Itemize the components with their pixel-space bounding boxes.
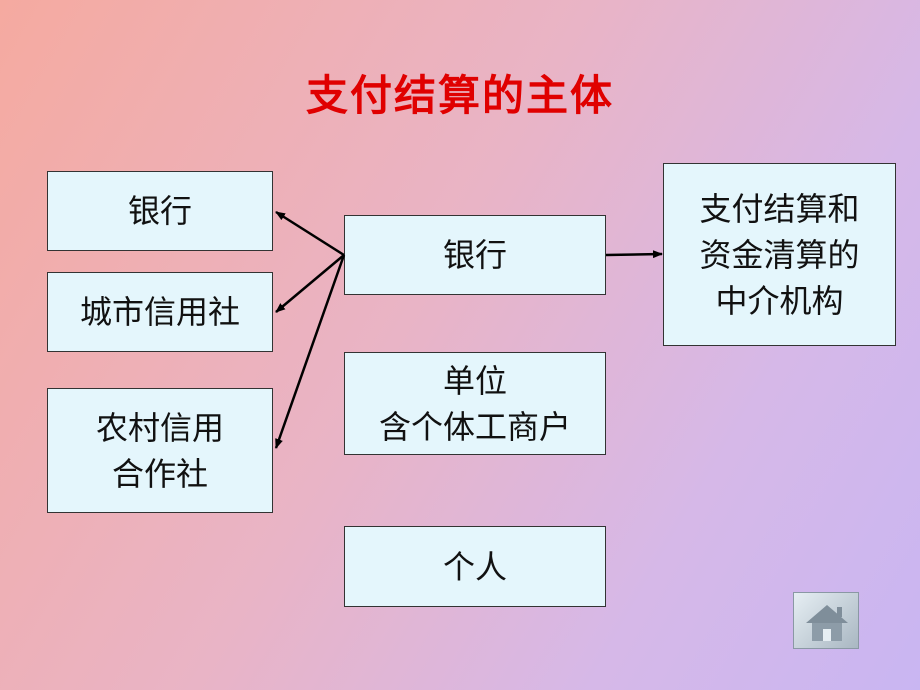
bank-box-left: 银行 bbox=[47, 171, 273, 251]
arrow-to-city-credit bbox=[275, 254, 345, 313]
intermediary-box: 支付结算和 资金清算的 中介机构 bbox=[663, 163, 896, 346]
rural-credit-cooperative-box: 农村信用 合作社 bbox=[47, 388, 273, 513]
unit-box: 单位 含个体工商户 bbox=[344, 352, 606, 455]
bank-box-center: 银行 bbox=[344, 215, 606, 295]
slide-title: 支付结算的主体 bbox=[305, 71, 614, 120]
arrow-to-intermediary bbox=[605, 250, 663, 259]
city-credit-cooperative-box: 城市信用社 bbox=[47, 272, 273, 352]
arrow-to-rural-credit bbox=[274, 254, 346, 449]
home-icon bbox=[806, 605, 848, 641]
individual-box: 个人 bbox=[344, 526, 606, 607]
home-button[interactable] bbox=[793, 592, 859, 649]
arrow-to-bank-left bbox=[275, 210, 345, 257]
